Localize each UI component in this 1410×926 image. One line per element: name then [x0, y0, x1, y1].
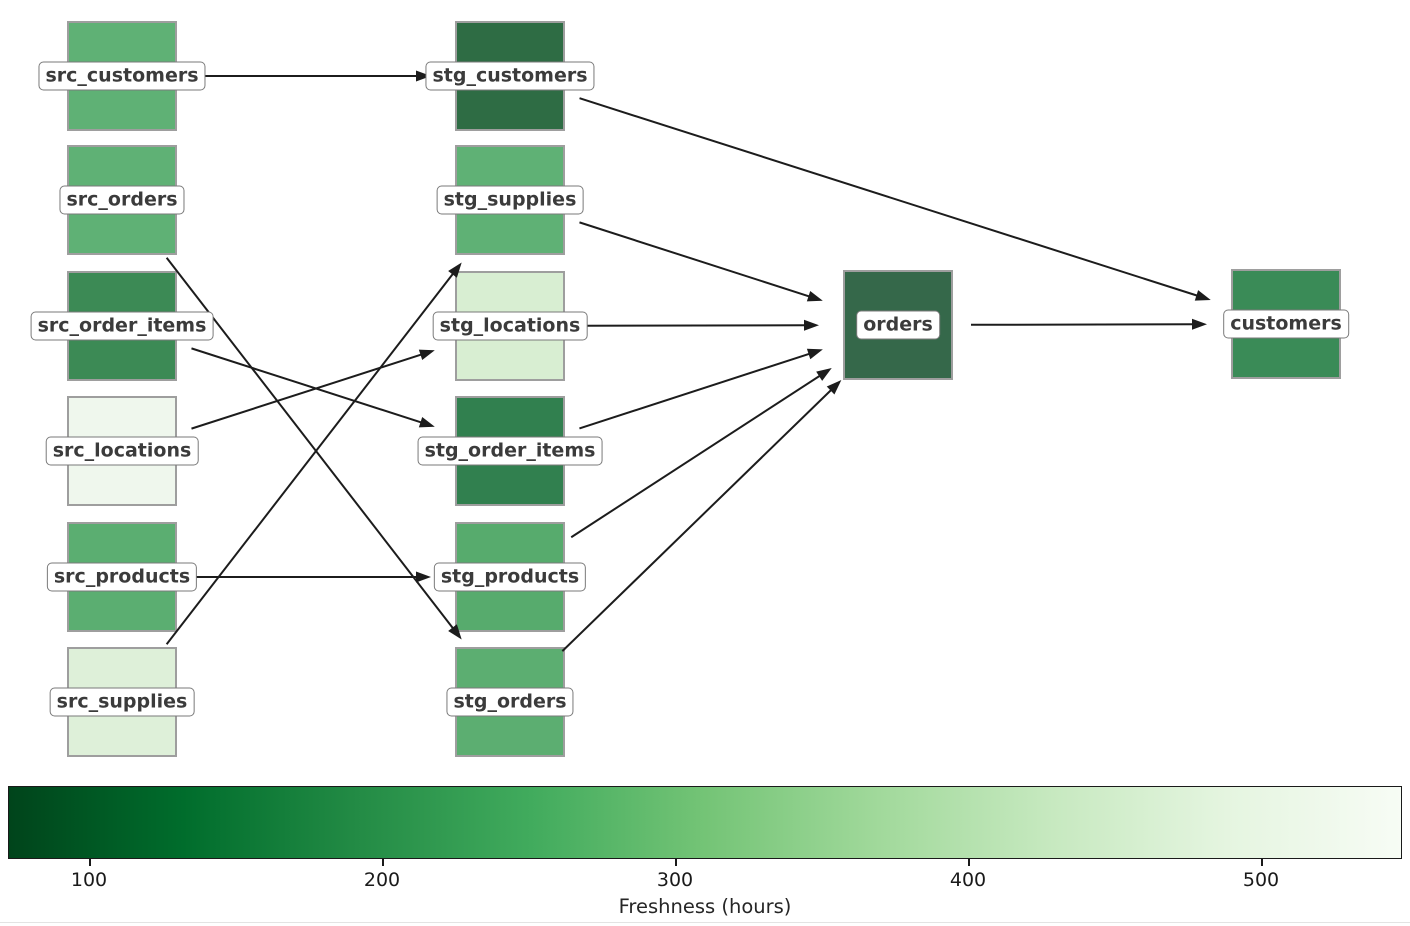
colorbar-tick-500 — [1261, 859, 1263, 866]
node-label-src_locations: src_locations — [45, 436, 199, 466]
figure-bottom-border — [0, 922, 1410, 923]
node-label-stg_order_items: stg_order_items — [417, 436, 603, 466]
edge-stg_customers-to-customers — [579, 97, 1199, 297]
edge-stg_order_items-to-orders — [579, 352, 811, 430]
edge-orders-to-customers — [970, 323, 1195, 326]
arrowhead-stg_products-to-orders — [816, 368, 832, 381]
arrowhead-stg_order_items-to-orders — [806, 348, 823, 360]
arrowhead-src_customers-to-stg_customers — [416, 70, 431, 82]
arrowhead-orders-to-customers — [1191, 318, 1208, 330]
colorbar-tick-100 — [89, 859, 91, 866]
node-label-stg_locations: stg_locations — [432, 311, 588, 341]
colorbar-tick-label-500: 500 — [1242, 869, 1280, 891]
edge-src_supplies-to-stg_supplies — [165, 272, 455, 645]
edge-stg_supplies-to-orders — [579, 221, 811, 298]
edge-src_locations-to-stg_locations — [191, 353, 423, 430]
arrowhead-stg_orders-to-orders — [826, 380, 842, 395]
node-label-src_products: src_products — [46, 562, 198, 592]
edge-stg_locations-to-orders — [582, 324, 807, 327]
colorbar-tick-300 — [675, 859, 677, 866]
colorbar-tick-label-300: 300 — [656, 869, 694, 891]
edge-src_orders-to-stg_orders — [165, 257, 455, 630]
colorbar-tick-label-400: 400 — [949, 869, 987, 891]
colorbar-tick-400 — [968, 859, 970, 866]
colorbar-gradient — [8, 786, 1402, 859]
node-label-stg_products: stg_products — [433, 562, 587, 592]
arrowhead-stg_locations-to-orders — [803, 319, 820, 331]
arrowhead-stg_customers-to-customers — [1194, 290, 1211, 301]
node-label-orders: orders — [856, 310, 940, 340]
node-label-stg_orders: stg_orders — [446, 687, 574, 717]
edge-src_order_items-to-stg_order_items — [191, 347, 423, 424]
edge-stg_products-to-orders — [570, 374, 822, 539]
node-label-customers: customers — [1223, 309, 1349, 339]
node-label-stg_supplies: stg_supplies — [436, 185, 584, 215]
colorbar-axis-label: Freshness (hours) — [618, 895, 792, 918]
arrowhead-src_locations-to-stg_locations — [418, 349, 435, 361]
node-label-src_orders: src_orders — [59, 185, 185, 215]
node-label-stg_customers: stg_customers — [425, 61, 595, 91]
colorbar-tick-label-100: 100 — [70, 869, 108, 891]
arrowhead-src_order_items-to-stg_order_items — [418, 416, 435, 428]
arrowhead-stg_supplies-to-orders — [806, 290, 823, 302]
node-label-src_supplies: src_supplies — [49, 687, 195, 717]
arrowhead-src_orders-to-stg_orders — [448, 624, 462, 640]
colorbar-tick-200 — [382, 859, 384, 866]
arrowhead-src_products-to-stg_products — [416, 571, 431, 583]
node-label-src_customers: src_customers — [38, 61, 206, 91]
arrowhead-src_supplies-to-stg_supplies — [448, 262, 462, 278]
colorbar-tick-label-200: 200 — [363, 869, 401, 891]
node-label-src_order_items: src_order_items — [30, 311, 214, 341]
edge-stg_orders-to-orders — [561, 388, 833, 652]
